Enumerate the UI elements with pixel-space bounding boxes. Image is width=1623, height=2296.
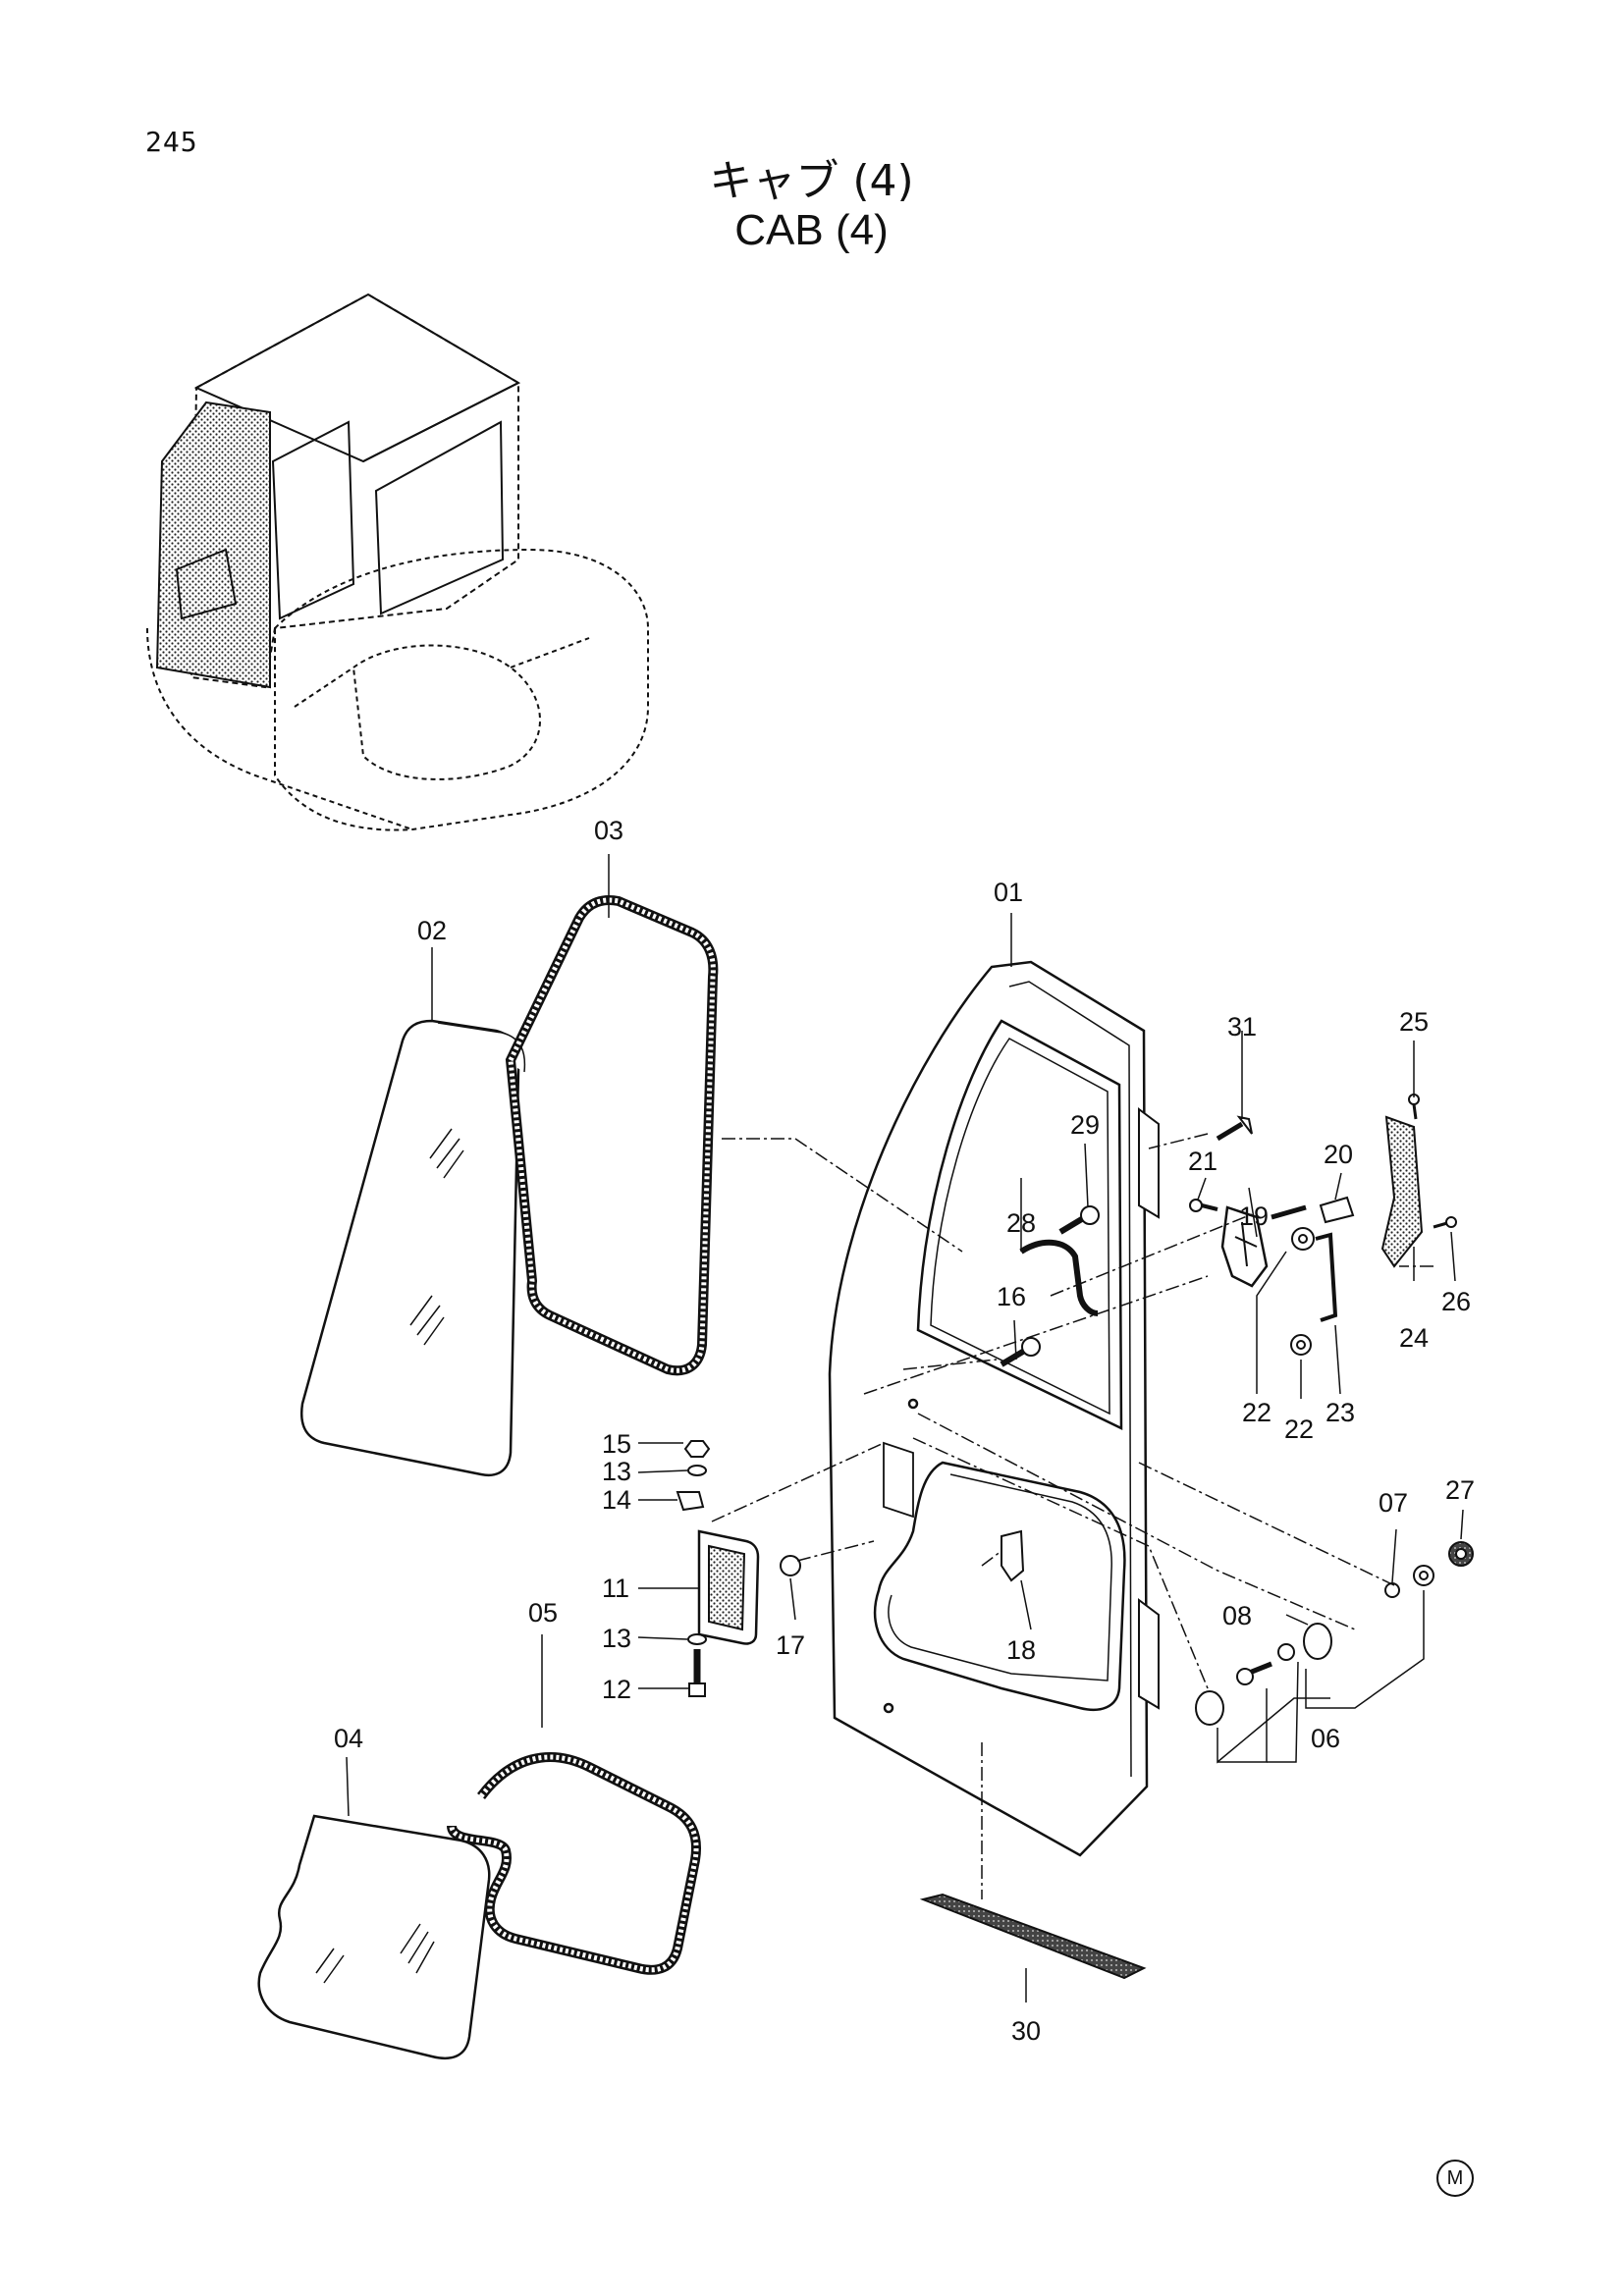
callout-08: 08 (1222, 1601, 1252, 1630)
assembly-lines (711, 1133, 1434, 1899)
callout-07: 07 (1379, 1488, 1408, 1518)
callout-14: 14 (602, 1485, 631, 1515)
callout-13b: 13 (602, 1624, 631, 1653)
callout-29: 29 (1070, 1110, 1100, 1140)
callout-30: 30 (1011, 2016, 1041, 2046)
callout-01: 01 (994, 878, 1023, 907)
callout-19: 19 (1239, 1201, 1269, 1231)
callout-04: 04 (334, 1724, 363, 1753)
callout-22b: 22 (1284, 1415, 1314, 1444)
callout-25: 25 (1399, 1007, 1429, 1037)
callout-11: 11 (602, 1574, 629, 1603)
lower-glass-seal (447, 1752, 701, 1975)
callout-16: 16 (997, 1282, 1026, 1311)
upper-glass-seal (505, 895, 719, 1376)
callout-23: 23 (1325, 1398, 1355, 1427)
callout-05: 05 (528, 1598, 558, 1628)
callout-22a: 22 (1242, 1398, 1271, 1427)
callout-labels: 01 02 03 04 05 06 07 08 11 12 13 13 14 1… (334, 816, 1475, 2046)
callout-21: 21 (1188, 1147, 1217, 1176)
callout-15: 15 (602, 1429, 631, 1459)
callout-20: 20 (1324, 1140, 1353, 1169)
title-japanese: キャブ (4) (709, 156, 914, 206)
upper-window-glass (300, 1019, 526, 1476)
door-hardware (676, 1094, 1474, 1980)
callout-17: 17 (776, 1630, 805, 1660)
callout-27: 27 (1445, 1475, 1475, 1505)
callout-02: 02 (417, 916, 447, 945)
callout-18: 18 (1006, 1635, 1036, 1665)
leader-lines (346, 854, 1464, 2002)
callout-06: 06 (1311, 1724, 1340, 1753)
callout-31: 31 (1227, 1012, 1257, 1041)
title-english: CAB (4) (734, 206, 889, 254)
cab-door (828, 960, 1160, 1857)
lower-window-glass (257, 1814, 491, 2060)
callout-03: 03 (594, 816, 623, 845)
callout-12: 12 (602, 1675, 631, 1704)
callout-13a: 13 (602, 1457, 631, 1486)
page-number: 245 (145, 126, 198, 158)
machine-overview-illustration (146, 293, 649, 831)
callout-26: 26 (1441, 1287, 1471, 1316)
manual-mark-symbol: M (1436, 2160, 1474, 2197)
callout-28: 28 (1006, 1208, 1036, 1238)
callout-24: 24 (1399, 1323, 1429, 1353)
